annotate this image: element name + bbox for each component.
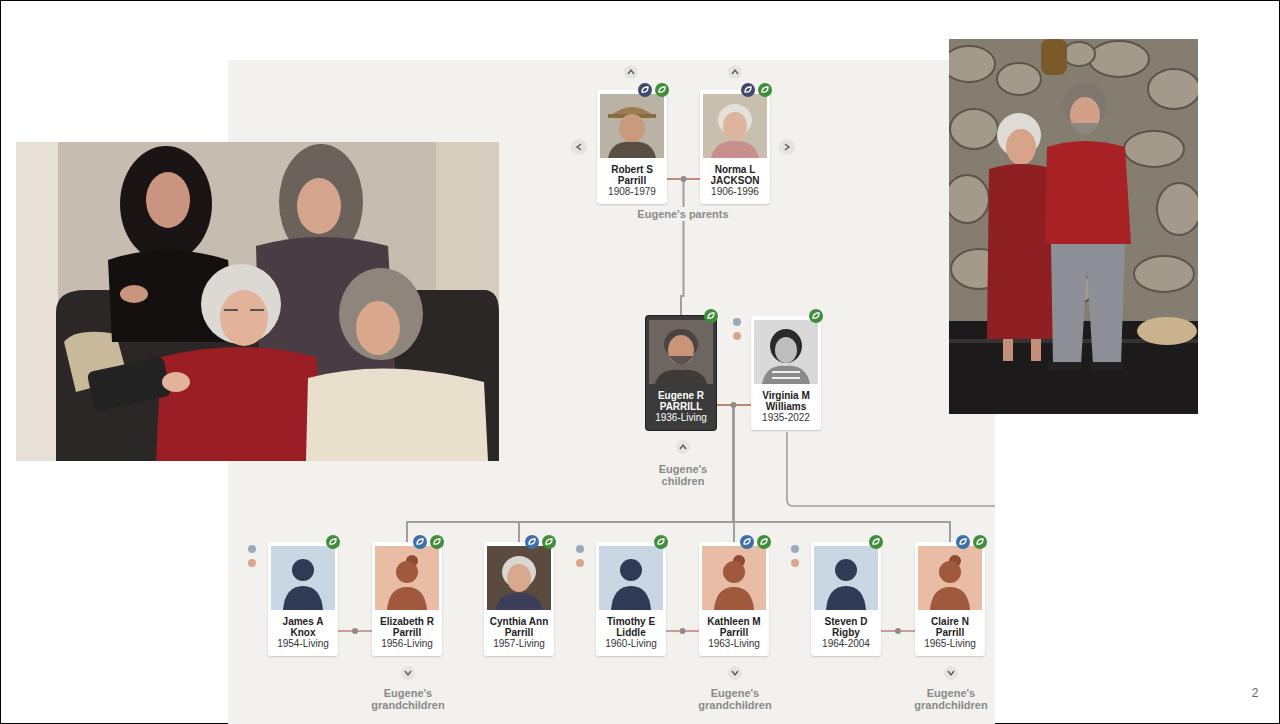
person-name: Cynthia Ann Parrill [487,616,551,638]
life-dates: 1960-Living [599,638,663,650]
person-card: James A Knox1954-Living [268,542,338,656]
person-card: Steven D Rigby1964-2004 [811,542,881,656]
couple-photo-fireplace [949,39,1198,414]
life-dates: 1936-Living [649,412,713,424]
record-badge [740,535,754,549]
person-photo [649,320,713,384]
record-badge [973,535,987,549]
record-badge [413,535,427,549]
person-card: Virginia M Williams1935-2022 [751,316,821,430]
record-badge [654,535,668,549]
person-name: Elizabeth R Parrill [375,616,439,638]
person-photo [599,546,663,610]
record-badge [430,535,444,549]
union-dot [352,628,358,634]
person-name: Robert S Parrill [600,164,664,186]
person-photo [375,546,439,610]
person-photo [754,320,818,384]
person-card: Claire N Parrill1965-Living [915,542,985,656]
spouse-family-line [787,432,995,506]
section-label: Eugene's parents [634,207,731,221]
record-badge [757,535,771,549]
section-label: Eugene's grandchildren [908,686,994,712]
record-badge [655,83,669,97]
union-dot [895,628,901,634]
record-badge [525,535,539,549]
record-badge [741,83,755,97]
union-dot [681,176,687,182]
person-photo [702,546,766,610]
person-card: Timothy E Liddle1960-Living [596,542,666,656]
life-dates: 1908-1979 [600,186,664,198]
life-dates: 1956-Living [375,638,439,650]
record-badge [869,535,883,549]
person-name: Claire N Parrill [918,616,982,638]
record-badge [809,309,823,323]
person-name: Norma L JACKSON [703,164,767,186]
life-dates: 1965-Living [918,638,982,650]
person-card: Eugene R PARRILL1936-Living [646,316,716,430]
person-card: Robert S Parrill1908-1979 [597,90,667,204]
life-dates: 1935-2022 [754,412,818,424]
person-photo [814,546,878,610]
section-label: Eugene's children [647,462,719,488]
person-card: Kathleen M Parrill1963-Living [699,542,769,656]
record-badge [638,83,652,97]
person-name: Kathleen M Parrill [702,616,766,638]
record-badge [704,309,718,323]
section-label: Eugene's grandchildren [365,686,451,712]
person-name: James A Knox [271,616,335,638]
section-label: Eugene's grandchildren [692,686,778,712]
life-dates: 1957-Living [487,638,551,650]
record-badge [542,535,556,549]
life-dates: 1964-2004 [814,638,878,650]
page-number: 2 [1249,686,1262,700]
union-dot [680,628,686,634]
person-photo [918,546,982,610]
record-badge [326,535,340,549]
person-photo [600,94,664,158]
person-name: Eugene R PARRILL [649,390,713,412]
parent-child-line [667,179,684,316]
person-photo [271,546,335,610]
person-name: Timothy E Liddle [599,616,663,638]
family-photo-four-women [16,142,499,461]
person-card: Norma L JACKSON1906-1996 [700,90,770,204]
record-badge [758,83,772,97]
life-dates: 1954-Living [271,638,335,650]
life-dates: 1963-Living [702,638,766,650]
person-name: Steven D Rigby [814,616,878,638]
life-dates: 1906-1996 [703,186,767,198]
person-card: Cynthia Ann Parrill1957-Living [484,542,554,656]
union-dot [731,402,737,408]
person-photo [703,94,767,158]
record-badge [956,535,970,549]
person-photo [487,546,551,610]
person-card: Elizabeth R Parrill1956-Living [372,542,442,656]
person-name: Virginia M Williams [754,390,818,412]
